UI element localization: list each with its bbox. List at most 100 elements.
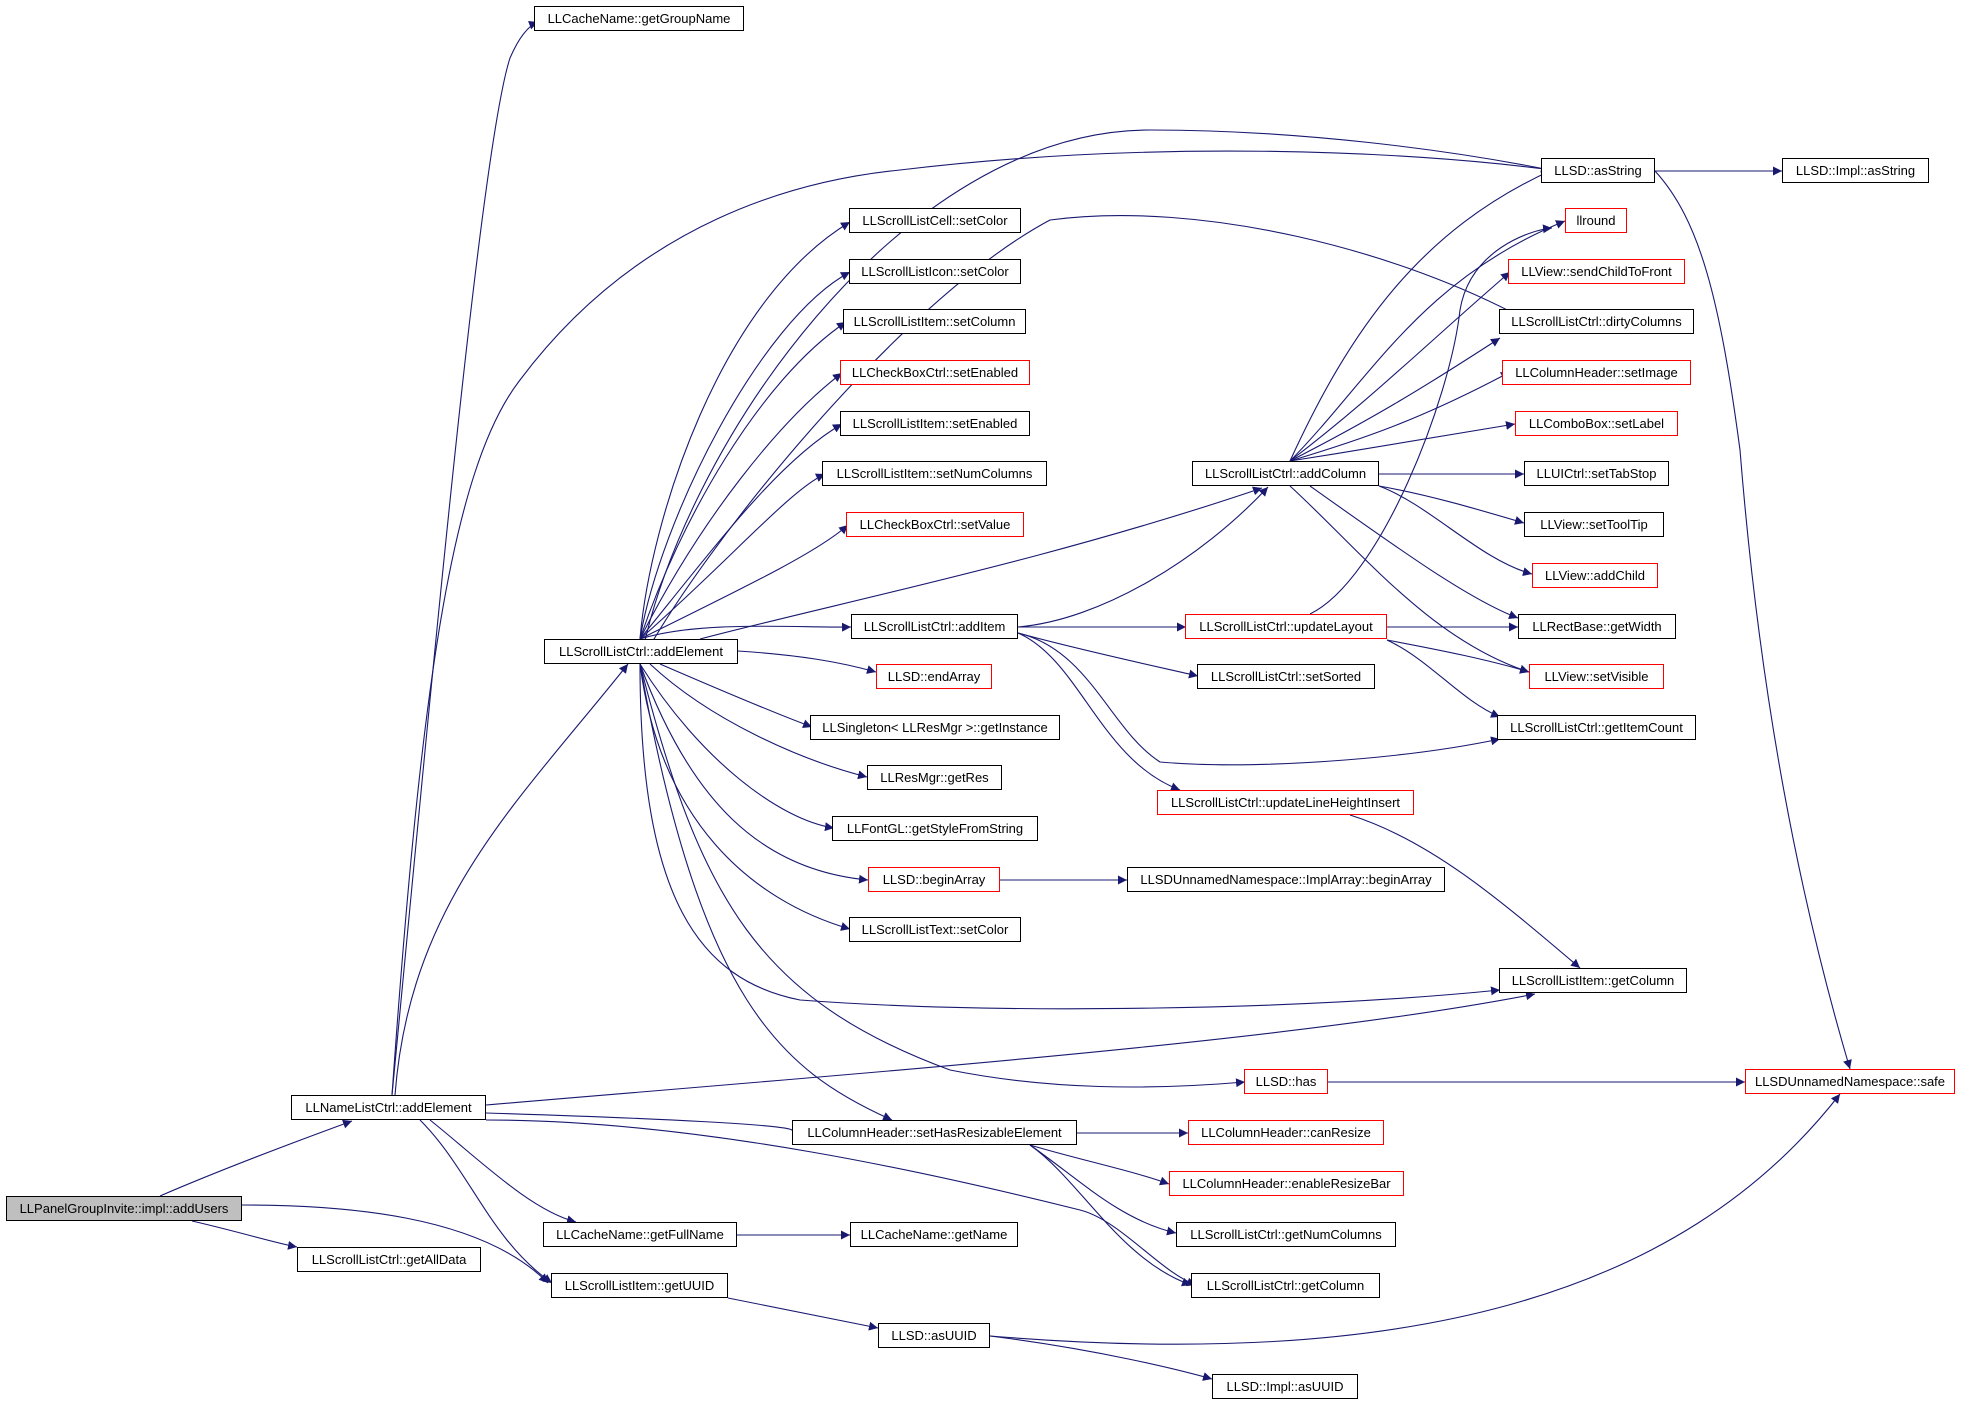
call-edge-62 bbox=[727, 1297, 879, 1331]
node-llsd-beginarray[interactable]: LLSD::beginArray bbox=[868, 867, 1000, 892]
node-llview-settooltip[interactable]: LLView::setToolTip bbox=[1524, 512, 1664, 537]
call-edges bbox=[159, 20, 1852, 1381]
call-edge-60 bbox=[1029, 1144, 1192, 1287]
node-llsingleton-llresmgr-getinstance[interactable]: LLSingleton< LLResMgr >::getInstance bbox=[810, 715, 1060, 740]
node-llview-setvisible[interactable]: LLView::setVisible bbox=[1529, 664, 1664, 689]
node-llview-addchild[interactable]: LLView::addChild bbox=[1532, 563, 1658, 588]
node-llscrolllisttext-setcolor[interactable]: LLScrollListText::setColor bbox=[849, 917, 1021, 942]
call-edge-7 bbox=[485, 991, 1536, 1106]
call-edge-8 bbox=[485, 1112, 802, 1132]
call-edge-13 bbox=[639, 271, 851, 640]
node-llcolumnheader-sethasresizableelement[interactable]: LLColumnHeader::setHasResizableElement bbox=[792, 1120, 1077, 1145]
call-edge-18 bbox=[639, 524, 849, 640]
call-edge-17 bbox=[639, 473, 826, 640]
node-llsd-impl-asstring[interactable]: LLSD::Impl::asString bbox=[1782, 158, 1929, 183]
node-llscrolllisticon-setcolor[interactable]: LLScrollListIcon::setColor bbox=[849, 259, 1021, 284]
call-edge-16 bbox=[639, 423, 843, 640]
call-edge-9 bbox=[485, 1119, 1197, 1287]
node-llview-sendchildtofront[interactable]: LLView::sendChildToFront bbox=[1508, 259, 1685, 284]
node-llsd-impl-asuuid[interactable]: LLSD::Impl::asUUID bbox=[1212, 1374, 1358, 1399]
call-edge-64 bbox=[989, 1093, 1841, 1345]
node-llscrolllistitem-getuuid[interactable]: LLScrollListItem::getUUID bbox=[551, 1273, 728, 1298]
call-edge-46 bbox=[1309, 485, 1519, 620]
call-edge-27 bbox=[639, 663, 1246, 1088]
node-llscrolllistctrl-updatelayout[interactable]: LLScrollListCtrl::updateLayout bbox=[1185, 614, 1387, 639]
call-edge-63 bbox=[989, 1335, 1213, 1381]
call-edge-5 bbox=[391, 20, 539, 1096]
call-edge-14 bbox=[639, 321, 847, 640]
call-edge-23 bbox=[639, 663, 835, 832]
node-llsdunnamednamespace-implarray-beginarray[interactable]: LLSDUnnamedNamespace::ImplArray::beginAr… bbox=[1127, 867, 1445, 892]
node-llcheckboxctrl-setvalue[interactable]: LLCheckBoxCtrl::setValue bbox=[846, 512, 1024, 537]
node-llscrolllistctrl-setsorted[interactable]: LLScrollListCtrl::setSorted bbox=[1197, 664, 1375, 689]
call-edge-55 bbox=[1654, 170, 1852, 1070]
call-edge-31 bbox=[699, 486, 1263, 640]
node-llcolumnheader-canresize[interactable]: LLColumnHeader::canResize bbox=[1188, 1120, 1384, 1145]
call-edge-37 bbox=[1289, 169, 1553, 462]
node-llcachename-getfullname[interactable]: LLCacheName::getFullName bbox=[543, 1222, 737, 1247]
call-edge-22 bbox=[649, 663, 868, 780]
node-llscrolllistctrl-getnumcolumns[interactable]: LLScrollListCtrl::getNumColumns bbox=[1176, 1222, 1396, 1247]
node-llcachename-getname[interactable]: LLCacheName::getName bbox=[850, 1222, 1018, 1247]
call-edge-40 bbox=[1289, 337, 1501, 462]
call-edge-21 bbox=[659, 663, 813, 729]
node-llcolumnheader-setimage[interactable]: LLColumnHeader::setImage bbox=[1502, 360, 1691, 385]
node-lluictrl-settabstop[interactable]: LLUICtrl::setTabStop bbox=[1524, 461, 1669, 486]
node-llscrolllistctrl-getcolumn[interactable]: LLScrollListCtrl::getColumn bbox=[1191, 1273, 1380, 1298]
node-llscrolllistctrl-dirtycolumns[interactable]: LLScrollListCtrl::dirtyColumns bbox=[1499, 309, 1694, 334]
node-llcolumnheader-enableresizebar[interactable]: LLColumnHeader::enableResizeBar bbox=[1169, 1171, 1404, 1196]
node-llscrolllistctrl-additem[interactable]: LLScrollListCtrl::addItem bbox=[851, 614, 1018, 639]
call-edge-29 bbox=[639, 129, 1551, 665]
call-edge-3 bbox=[241, 1204, 549, 1284]
node-llsd-has[interactable]: LLSD::has bbox=[1244, 1069, 1328, 1094]
node-llscrolllistcell-setcolor[interactable]: LLScrollListCell::setColor bbox=[849, 208, 1021, 233]
call-edge-15 bbox=[639, 372, 843, 640]
call-edge-50 bbox=[1386, 639, 1530, 674]
call-edge-24 bbox=[639, 663, 869, 884]
node-llscrolllistitem-setnumcolumns[interactable]: LLScrollListItem::setNumColumns bbox=[822, 461, 1047, 486]
node-llpanelgroupinvite-impl-addusers[interactable]: LLPanelGroupInvite::impl::addUsers bbox=[6, 1196, 242, 1221]
node-llnamelistctrl-addelement[interactable]: LLNameListCtrl::addElement bbox=[291, 1095, 486, 1120]
node-llscrolllistctrl-addcolumn[interactable]: LLScrollListCtrl::addColumn bbox=[1192, 461, 1379, 486]
call-edge-59 bbox=[1029, 1144, 1177, 1236]
node-llsdunnamednamespace-safe[interactable]: LLSDUnnamedNamespace::safe bbox=[1745, 1069, 1955, 1094]
call-edge-44 bbox=[1378, 485, 1525, 525]
call-edge-48 bbox=[1309, 224, 1553, 615]
node-llscrolllistctrl-updatelineheightinsert[interactable]: LLScrollListCtrl::updateLineHeightInsert bbox=[1157, 790, 1414, 815]
call-edge-10 bbox=[429, 1119, 577, 1225]
call-edge-39 bbox=[1289, 271, 1511, 462]
call-edge-45 bbox=[1378, 485, 1533, 576]
node-llcheckboxctrl-setenabled[interactable]: LLCheckBoxCtrl::setEnabled bbox=[840, 360, 1030, 385]
call-edge-34 bbox=[1017, 632, 1199, 679]
node-llscrolllistitem-setenabled[interactable]: LLScrollListItem::setEnabled bbox=[840, 411, 1030, 436]
call-edge-32 bbox=[1017, 486, 1269, 628]
node-llfontgl-getstylefromstring[interactable]: LLFontGL::getStyleFromString bbox=[832, 816, 1038, 841]
node-llsd-asuuid[interactable]: LLSD::asUUID bbox=[878, 1323, 990, 1348]
call-edge-20 bbox=[737, 650, 877, 674]
call-edge-41 bbox=[1289, 371, 1511, 462]
call-edge-42 bbox=[1289, 421, 1516, 462]
call-edge-11 bbox=[419, 1119, 553, 1284]
call-edge-35 bbox=[1017, 632, 1501, 766]
node-llscrolllistctrl-addelement[interactable]: LLScrollListCtrl::addElement bbox=[544, 639, 738, 664]
node-llscrolllistctrl-getitemcount[interactable]: LLScrollListCtrl::getItemCount bbox=[1497, 715, 1696, 740]
node-llscrolllistctrl-getalldata[interactable]: LLScrollListCtrl::getAllData bbox=[297, 1247, 481, 1272]
node-llrectbase-getwidth[interactable]: LLRectBase::getWidth bbox=[1518, 614, 1676, 639]
call-edge-58 bbox=[1029, 1144, 1170, 1186]
call-edge-36 bbox=[1017, 632, 1181, 792]
call-edge-51 bbox=[1386, 639, 1501, 718]
node-llround[interactable]: llround bbox=[1565, 208, 1627, 233]
call-edge-1 bbox=[159, 1119, 353, 1197]
node-llsd-endarray[interactable]: LLSD::endArray bbox=[876, 664, 992, 689]
call-edge-38 bbox=[1289, 220, 1566, 462]
call-edge-26 bbox=[639, 663, 1501, 1010]
node-llcombobox-setlabel[interactable]: LLComboBox::setLabel bbox=[1515, 411, 1678, 436]
call-edge-47 bbox=[1289, 485, 1530, 674]
node-llsd-asstring[interactable]: LLSD::asString bbox=[1541, 158, 1655, 183]
node-llresmgr-getres[interactable]: LLResMgr::getRes bbox=[867, 765, 1002, 790]
node-llscrolllistitem-getcolumn[interactable]: LLScrollListItem::getColumn bbox=[1499, 968, 1687, 993]
node-lcachename-getgroupname[interactable]: LLCacheName::getGroupName bbox=[534, 6, 744, 31]
call-edge-28 bbox=[639, 663, 893, 1121]
node-llscrolllistitem-setcolumn[interactable]: LLScrollListItem::setColumn bbox=[843, 309, 1026, 334]
